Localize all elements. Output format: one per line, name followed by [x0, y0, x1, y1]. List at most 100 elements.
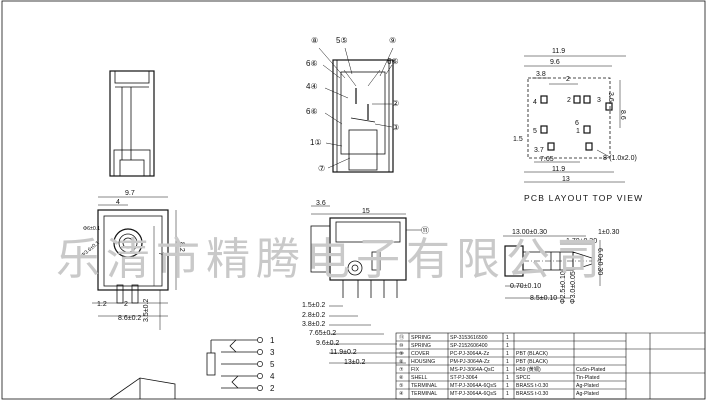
bom-cell-part: MT-PJ-3064A-6QsS: [450, 383, 497, 389]
bom-cell-material: BRASS t-0.30: [516, 391, 548, 397]
bom-cell-name: TERMINAL: [411, 391, 437, 397]
pcb-dim-8-6: 8.6: [619, 110, 626, 120]
bom-cell-finish: Tin-Plated: [576, 375, 600, 381]
bom-cell-name: SPRING: [411, 335, 431, 341]
bom-cell-material: BRASS t-0.30: [516, 383, 548, 389]
bom-cell-no: ⑥: [399, 375, 404, 381]
bom-cell-material: PBT (BLACK): [516, 351, 548, 357]
bom-cell-qty: 1: [506, 343, 509, 349]
front-dim-8-6: 8.6±0.2: [118, 315, 141, 322]
front-dim-4: 4: [116, 199, 120, 206]
pcb-pin-6: 6: [575, 120, 579, 127]
pcb-dim-2: 2: [566, 76, 570, 83]
pcb-dim-3-6: 3.6: [607, 92, 614, 102]
side-dim-row-0: 1.5±0.2: [302, 302, 325, 309]
bom-cell-part: ST-PJ-3064: [450, 375, 478, 381]
pcb-title: PCB LAYOUT TOP VIEW: [524, 193, 643, 203]
pcb-layout: 11.9 9.6 3.8 2 3.6 8.6 1.5 3.7 7.65 11.9…: [513, 48, 643, 203]
bom-cell-qty: 1: [506, 359, 509, 365]
callout-7: ⑦: [318, 164, 325, 173]
callout-1: 1①: [310, 138, 322, 147]
schematic-pin-2: 2: [270, 384, 275, 393]
pcb-pin-4: 4: [533, 99, 537, 106]
side-section-view: 3.6 15 ⑪ 1.5±0.2 2.8±0.2 3.8±0.2 7.65±0.…: [302, 200, 429, 366]
bom-cell-no: ⑧: [399, 359, 404, 365]
callout-6-right: 6⑥: [387, 57, 399, 66]
side-dim-15: 15: [362, 208, 370, 215]
side-dim-row-5: 11.9±0.2: [330, 349, 357, 356]
front-view: 9.7 4 Φ6±0.1 Φ3.6±0.1 8.2 7 1.2 2 8.6±0.…: [80, 190, 185, 330]
schematic-pin-1: 1: [270, 336, 275, 345]
bom-cell-material: H59 (黄铜): [516, 365, 541, 373]
right-dim-8-5: 8.5±0.10: [530, 295, 557, 302]
callout-11: ⑪: [421, 226, 429, 235]
bom-cell-no: ⑤: [399, 383, 404, 389]
pcb-hole-note: 8-(1.0x2.0): [603, 155, 637, 162]
pcb-pin-2: 2: [567, 97, 571, 104]
right-dim-phi3: Φ3.0±0.05: [570, 271, 577, 304]
bom-cell-finish: CuSn-Plated: [576, 367, 606, 373]
front-dim-1-2: 1.2: [97, 301, 107, 308]
right-dim-0-7: 0.70±0.10: [510, 283, 541, 290]
bom-cell-qty: 1: [506, 351, 509, 357]
right-dim-phi2-5: Φ2.5±0.10: [560, 271, 567, 304]
callout-8: ⑧: [311, 36, 318, 45]
bom-cell-name: SHELL: [411, 375, 428, 381]
pcb-dim-7-65: 7.65: [540, 156, 554, 163]
pcb-pin-3: 3: [597, 97, 601, 104]
bom-cell-no: ⑨: [399, 351, 404, 357]
front-dim-2: 2: [124, 301, 128, 308]
schematic-pin-3: 3: [270, 348, 275, 357]
bom-cell-qty: 1: [506, 367, 509, 373]
bom-cell-part: MS-PJ-3064A-QsC: [450, 367, 495, 373]
front-dim-9-7: 9.7: [125, 190, 135, 197]
bom-cell-no: ④: [399, 391, 404, 397]
callout-5: 5⑤: [336, 36, 348, 45]
iso-view: [109, 377, 176, 400]
front-dim-3-5: 3.5±0.2: [143, 299, 150, 322]
bom-cell-name: FIX: [411, 367, 420, 373]
pcb-dim-13: 13: [562, 176, 570, 183]
callout-4: 4④: [306, 82, 318, 91]
pcb-dim-11-9-bottom: 11.9: [552, 166, 565, 173]
right-plug-view: 13.00±0.30 1±0.30 1.70±0.30 0.70±0.10 8.…: [503, 229, 619, 304]
bom-cell-part: SP-3153616500: [450, 335, 488, 341]
pcb-pin-1: 1: [576, 128, 580, 135]
side-dim-row-3: 7.65±0.2: [309, 330, 336, 337]
callout-9: ⑨: [389, 36, 396, 45]
bom-cell-name: TERMINAL: [411, 383, 437, 389]
right-dim-6: 6.0±0.30: [596, 248, 603, 275]
callout-2: ②: [392, 99, 399, 108]
callout-3: ③: [392, 123, 399, 132]
bom-cell-finish: Ag-Plated: [576, 383, 599, 389]
bom-cell-material: PBT (BLACK): [516, 359, 548, 365]
bom-cell-part: SP-2152606400: [450, 343, 488, 349]
right-dim-1: 1±0.30: [598, 229, 619, 236]
bom-cell-part: PC-PJ-3064A-Zz: [450, 351, 490, 357]
callout-6-lower: 6⑥: [306, 107, 318, 116]
side-dim-row-1: 2.8±0.2: [302, 312, 325, 319]
pcb-dim-3-7: 3.7: [534, 147, 544, 154]
bom-cell-qty: 1: [506, 383, 509, 389]
side-dim-row-6: 13±0.2: [344, 359, 365, 366]
right-dim-13: 13.00±0.30: [512, 229, 547, 236]
bom-cell-no: ⑪: [399, 333, 404, 341]
pcb-dim-1-5: 1.5: [513, 136, 523, 143]
watermark-text: 乐清市精腾电子有限公司: [56, 234, 606, 285]
side-dim-3-6: 3.6: [316, 200, 326, 207]
bom-cell-qty: 1: [506, 375, 509, 381]
front-dim-7: 7: [157, 252, 164, 256]
bom-cell-qty: 1: [506, 335, 509, 341]
pcb-dim-9-6: 9.6: [550, 59, 560, 66]
schematic-pin-4: 4: [270, 372, 275, 381]
schematic-pin-5: 5: [270, 360, 275, 369]
bom-cell-name: SPRING: [411, 343, 431, 349]
pin-schematic: 1 3 5 4 2: [206, 336, 275, 393]
right-dim-1-7: 1.70±0.30: [566, 238, 597, 245]
top-left-view: [109, 70, 155, 177]
side-dim-row-4: 9.6±0.2: [316, 340, 339, 347]
